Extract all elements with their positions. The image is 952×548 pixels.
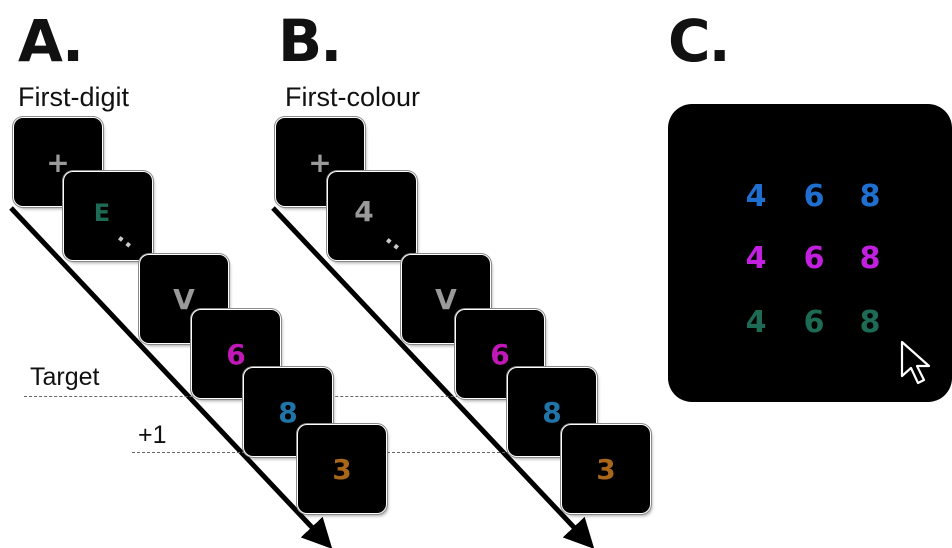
card-glyph: 3 <box>332 452 352 486</box>
panel-label-a: A. <box>18 7 84 75</box>
plus-one-label: +1 <box>138 421 167 449</box>
response-option[interactable]: 6 <box>803 305 825 340</box>
card-glyph: 8 <box>278 395 298 429</box>
card-glyph: 4 <box>354 194 374 228</box>
card-glyph: 6 <box>226 337 246 371</box>
card-glyph: 3 <box>596 452 616 486</box>
condition-title-a: First-digit <box>18 82 130 112</box>
response-option[interactable]: 4 <box>745 305 767 340</box>
card-glyph: E <box>93 199 111 227</box>
response-option[interactable]: 8 <box>859 241 881 276</box>
card-glyph: V <box>173 282 195 316</box>
stimulus-card: E <box>64 172 152 260</box>
card-glyph: + <box>308 145 332 179</box>
timeline-arrow-a <box>9 206 333 548</box>
mouse-pointer-icon <box>900 340 931 385</box>
response-option[interactable]: 6 <box>803 241 825 276</box>
response-option[interactable]: 8 <box>859 179 881 214</box>
response-option[interactable]: 4 <box>745 179 767 214</box>
panel-label-c: C. <box>668 7 731 75</box>
condition-title-b: First-colour <box>285 82 421 112</box>
target-label: Target <box>30 363 100 391</box>
response-option[interactable]: 4 <box>745 241 767 276</box>
card-glyph: 6 <box>490 337 510 371</box>
stimulus-card: 3 <box>298 425 386 513</box>
timeline-arrow-b <box>271 206 595 548</box>
response-option[interactable]: 8 <box>859 305 881 340</box>
card-glyph: V <box>435 282 457 316</box>
response-option[interactable]: 6 <box>803 179 825 214</box>
card-glyph: + <box>46 145 70 179</box>
stimulus-card: 4 <box>328 172 416 260</box>
panel-label-b: B. <box>278 7 342 75</box>
stimulus-card: 3 <box>562 425 650 513</box>
card-glyph: 8 <box>542 395 562 429</box>
